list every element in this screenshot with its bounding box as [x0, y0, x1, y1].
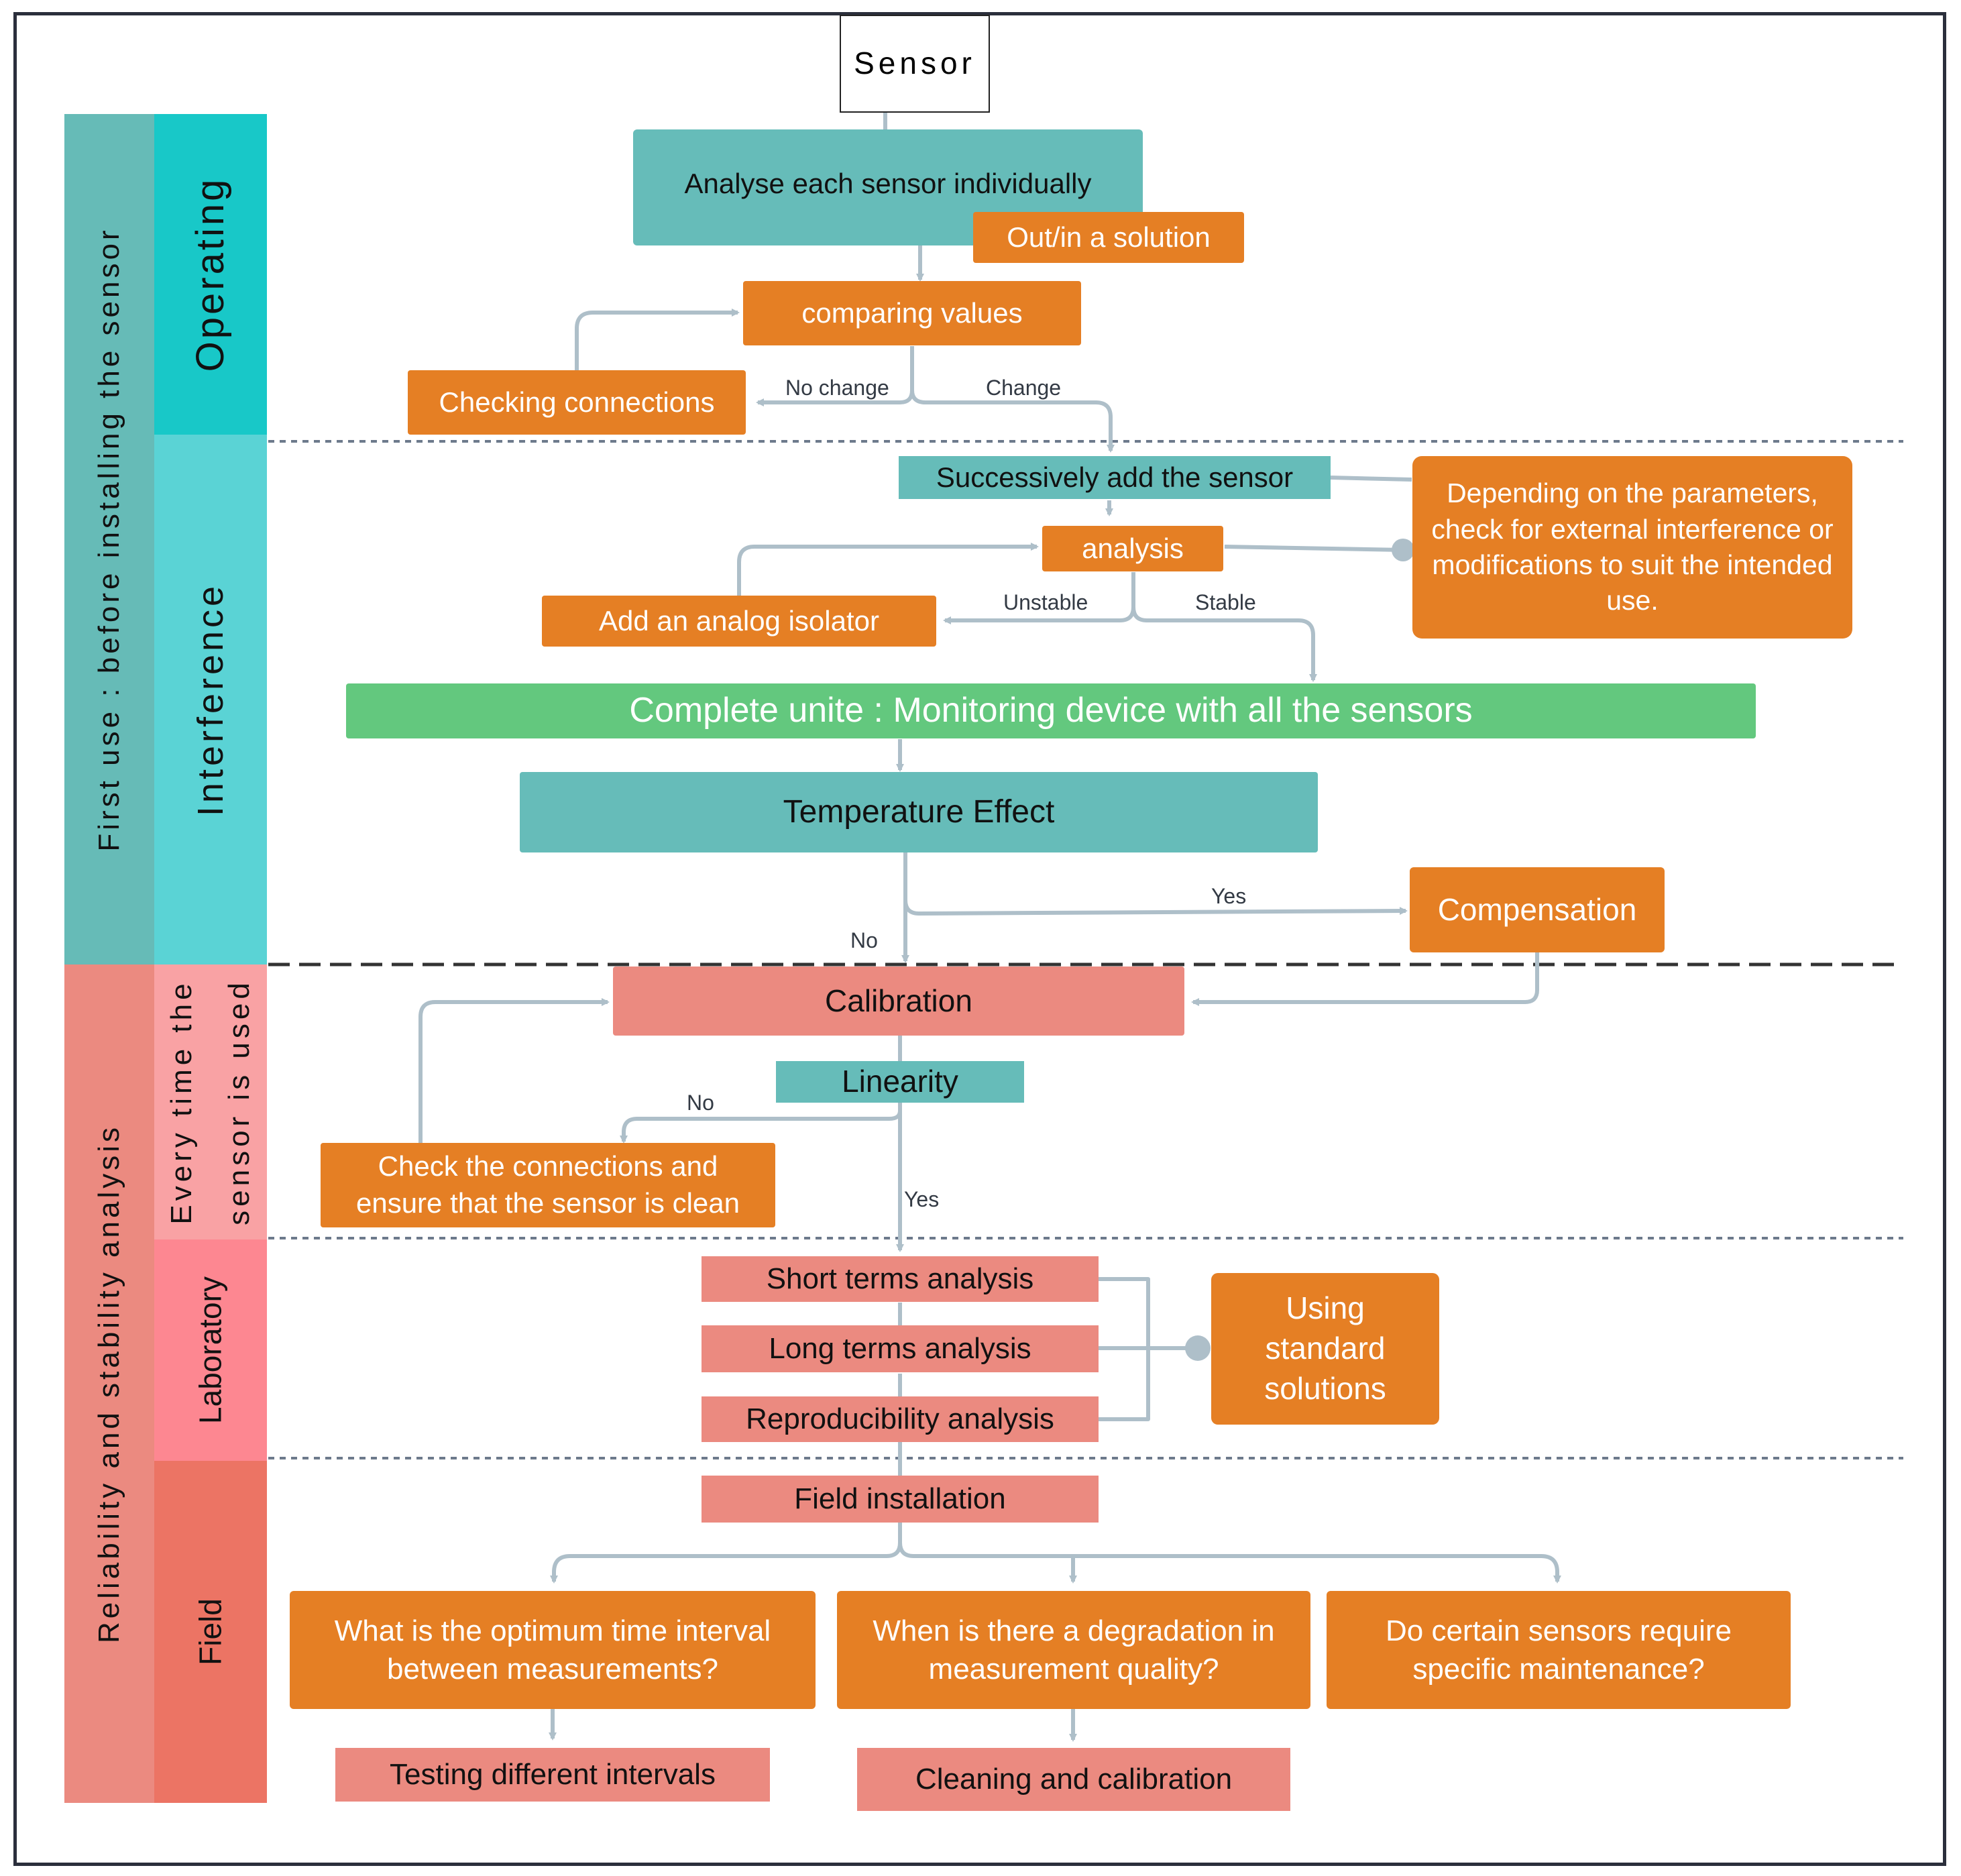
node-calibration: Calibration [613, 967, 1184, 1036]
node-out-in-solution: Out/in a solution [973, 212, 1244, 263]
connector-compensation-calibration [1191, 952, 1539, 1006]
edge-label-no-change: No change [785, 376, 889, 400]
node-short-terms: Short terms analysis [702, 1256, 1099, 1302]
stage-lane-interference: Interference [154, 435, 267, 964]
connector-check-calibration [418, 998, 610, 1143]
node-question-degradation: When is there a degradation in measureme… [837, 1591, 1310, 1709]
edge-label-no-linearity: No [687, 1091, 714, 1115]
stage-lane-laboratory: Laboratory [154, 1239, 267, 1461]
node-cleaning-calibration: Cleaning and calibration [857, 1748, 1290, 1811]
connector-no-linearity [620, 1101, 902, 1144]
edge-label-change: Change [986, 376, 1062, 400]
connector-bracket-standard [1099, 1277, 1198, 1421]
node-analysis: analysis [1042, 526, 1223, 571]
node-temperature-effect: Temperature Effect [520, 772, 1318, 852]
node-compensation: Compensation [1410, 867, 1665, 952]
connector-checking-comparing [575, 309, 740, 370]
connector-dot-standard [1185, 1335, 1211, 1361]
node-testing-intervals: Testing different intervals [335, 1748, 770, 1802]
stage-lane-every-time: Every time the sensor is used [154, 964, 267, 1239]
node-successively-add: Successively add the sensor [899, 456, 1331, 499]
phase-lane-first-use: First use : before installing the sensor [64, 114, 154, 964]
edge-label-stable: Stable [1195, 590, 1256, 614]
node-sensor: Sensor [840, 15, 990, 113]
connector-change [910, 390, 1115, 453]
node-complete-unit: Complete unite : Monitoring device with … [346, 683, 1756, 738]
stage-lane-operating: Operating [154, 114, 267, 435]
node-linearity: Linearity [776, 1061, 1024, 1103]
connector-field-branch [550, 1521, 902, 1584]
edge-label-yes-linearity: Yes [904, 1187, 940, 1211]
connector-params-analysis [1224, 545, 1404, 552]
connector-yes-compensation [903, 899, 1408, 916]
node-comparing-values: comparing values [743, 281, 1081, 345]
connector-dot-params [1392, 539, 1414, 561]
phase-lane-reliability: Reliability and stability analysis [64, 964, 154, 1803]
node-check-clean: Check the connections and ensure that th… [321, 1143, 775, 1227]
node-standard-solutions: Using standard solutions [1211, 1273, 1439, 1425]
diagram-frame [13, 12, 1946, 1866]
stage-lane-field: Field [154, 1461, 267, 1803]
connector-isolator-analysis [737, 543, 1039, 596]
node-field-installation: Field installation [702, 1476, 1099, 1523]
connector-stable [1131, 606, 1317, 682]
edge-label-yes-temp: Yes [1211, 884, 1247, 908]
edge-label-no-temp: No [850, 928, 878, 952]
node-analog-isolator: Add an analog isolator [542, 596, 936, 647]
node-analyse-individually-text: Analyse each sensor individually [684, 168, 1092, 199]
connector-params-successive [1330, 476, 1412, 482]
node-question-maintenance: Do certain sensors require specific main… [1327, 1591, 1791, 1709]
node-checking-connections: Checking connections [408, 370, 746, 435]
node-parameters-note: Depending on the parameters, check for e… [1412, 456, 1852, 639]
node-question-interval: What is the optimum time interval betwee… [290, 1591, 816, 1709]
node-long-terms: Long terms analysis [702, 1325, 1099, 1372]
connector-field-branch-right [898, 1542, 1561, 1584]
edge-label-unstable: Unstable [1003, 590, 1088, 614]
node-reproducibility: Reproducibility analysis [702, 1396, 1099, 1442]
